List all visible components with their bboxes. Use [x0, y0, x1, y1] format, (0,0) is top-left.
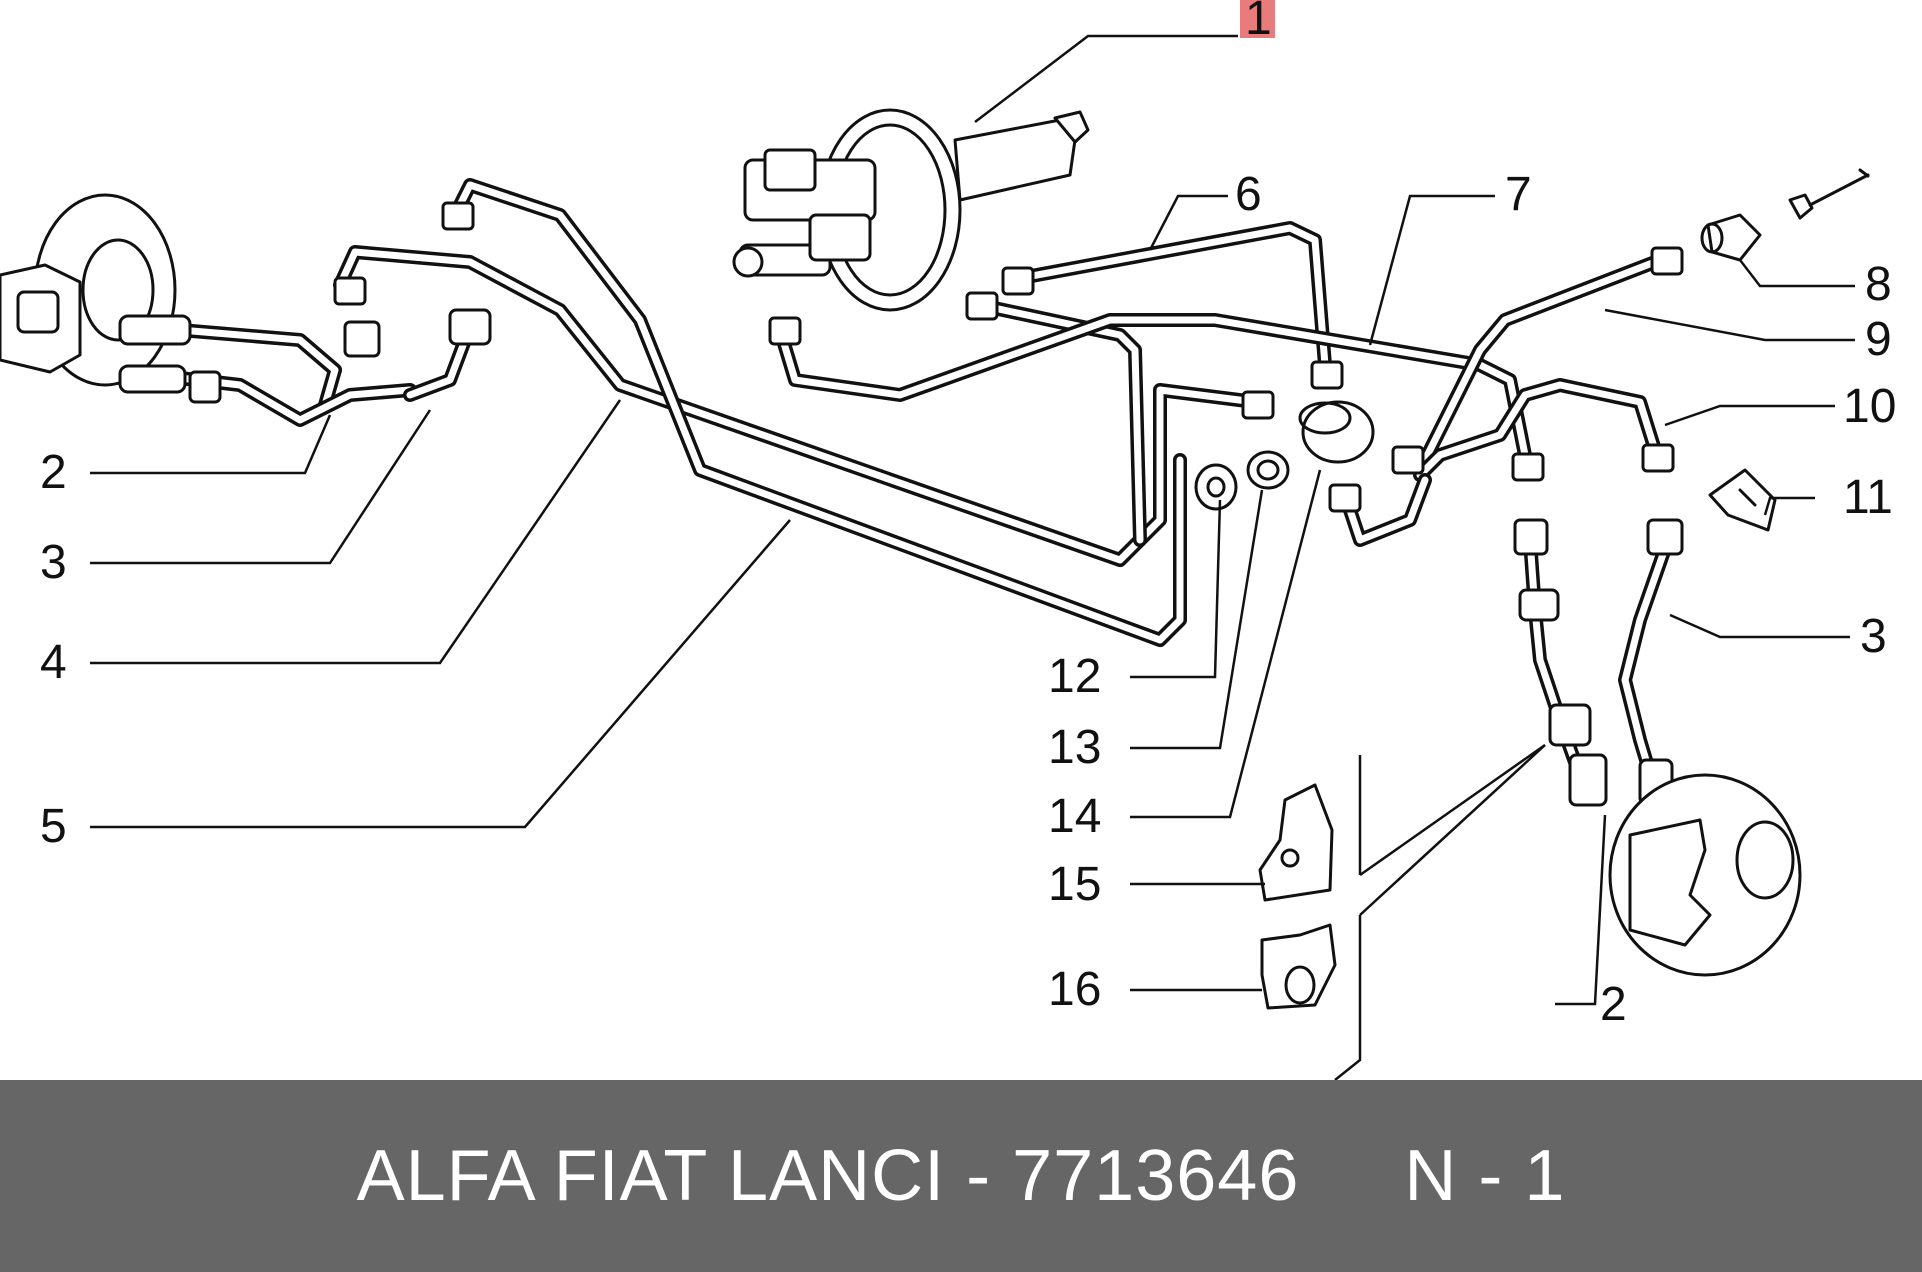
clip-part-11 [1708, 468, 1777, 532]
right-front-disc-brake [1608, 773, 1802, 977]
callout-16: 16 [1048, 963, 1101, 1016]
callout-10: 10 [1843, 380, 1896, 433]
callout-1: 1 [1245, 0, 1272, 45]
callout-3-right: 3 [1860, 610, 1887, 663]
left-flex-hoses [118, 308, 492, 427]
washer-part-13 [1246, 450, 1290, 490]
callout-1-highlight [1240, 0, 1275, 38]
callout-3-left: 3 [40, 536, 67, 589]
callout-4: 4 [40, 636, 67, 689]
callout-6: 6 [1235, 168, 1262, 221]
brake-booster-master-cylinder [732, 108, 1090, 312]
parts-8-9 [1700, 168, 1870, 262]
brackets-15-16 [1258, 783, 1337, 1010]
tube-nuts [333, 201, 1684, 513]
bracket-part-15 [1258, 783, 1334, 902]
callout-15: 15 [1048, 858, 1101, 911]
right-flex-hoses [1513, 518, 1684, 807]
nut-part-12 [1194, 463, 1238, 511]
part-number-text: ALFA FIAT LANCI - 7713646 N - 1 [356, 1136, 1566, 1216]
callout-labels: 1 2 3 4 5 6 7 8 9 10 11 3 12 13 14 15 16… [40, 0, 1896, 1031]
left-front-disc-brake [0, 193, 177, 387]
callout-7: 7 [1505, 168, 1532, 221]
callout-13: 13 [1048, 721, 1101, 774]
part-number-banner: ALFA FIAT LANCI - 7713646 N - 1 [0, 1080, 1922, 1272]
brake-tubes [333, 178, 1667, 647]
small-parts-12-13-14 [1194, 400, 1375, 511]
callout-5: 5 [40, 800, 67, 853]
callout-12: 12 [1048, 650, 1101, 703]
union-part-8 [1706, 213, 1762, 262]
callout-8: 8 [1865, 258, 1892, 311]
brake-line-exploded-diagram: 1 2 3 4 5 6 7 8 9 10 11 3 12 13 14 15 16… [0, 0, 1896, 1080]
callout-9: 9 [1865, 313, 1892, 366]
callout-14: 14 [1048, 790, 1101, 843]
callout-2-left: 2 [40, 446, 67, 499]
leader-lines [90, 34, 1855, 1080]
callout-2-right: 2 [1600, 978, 1627, 1031]
callout-11: 11 [1843, 471, 1893, 524]
